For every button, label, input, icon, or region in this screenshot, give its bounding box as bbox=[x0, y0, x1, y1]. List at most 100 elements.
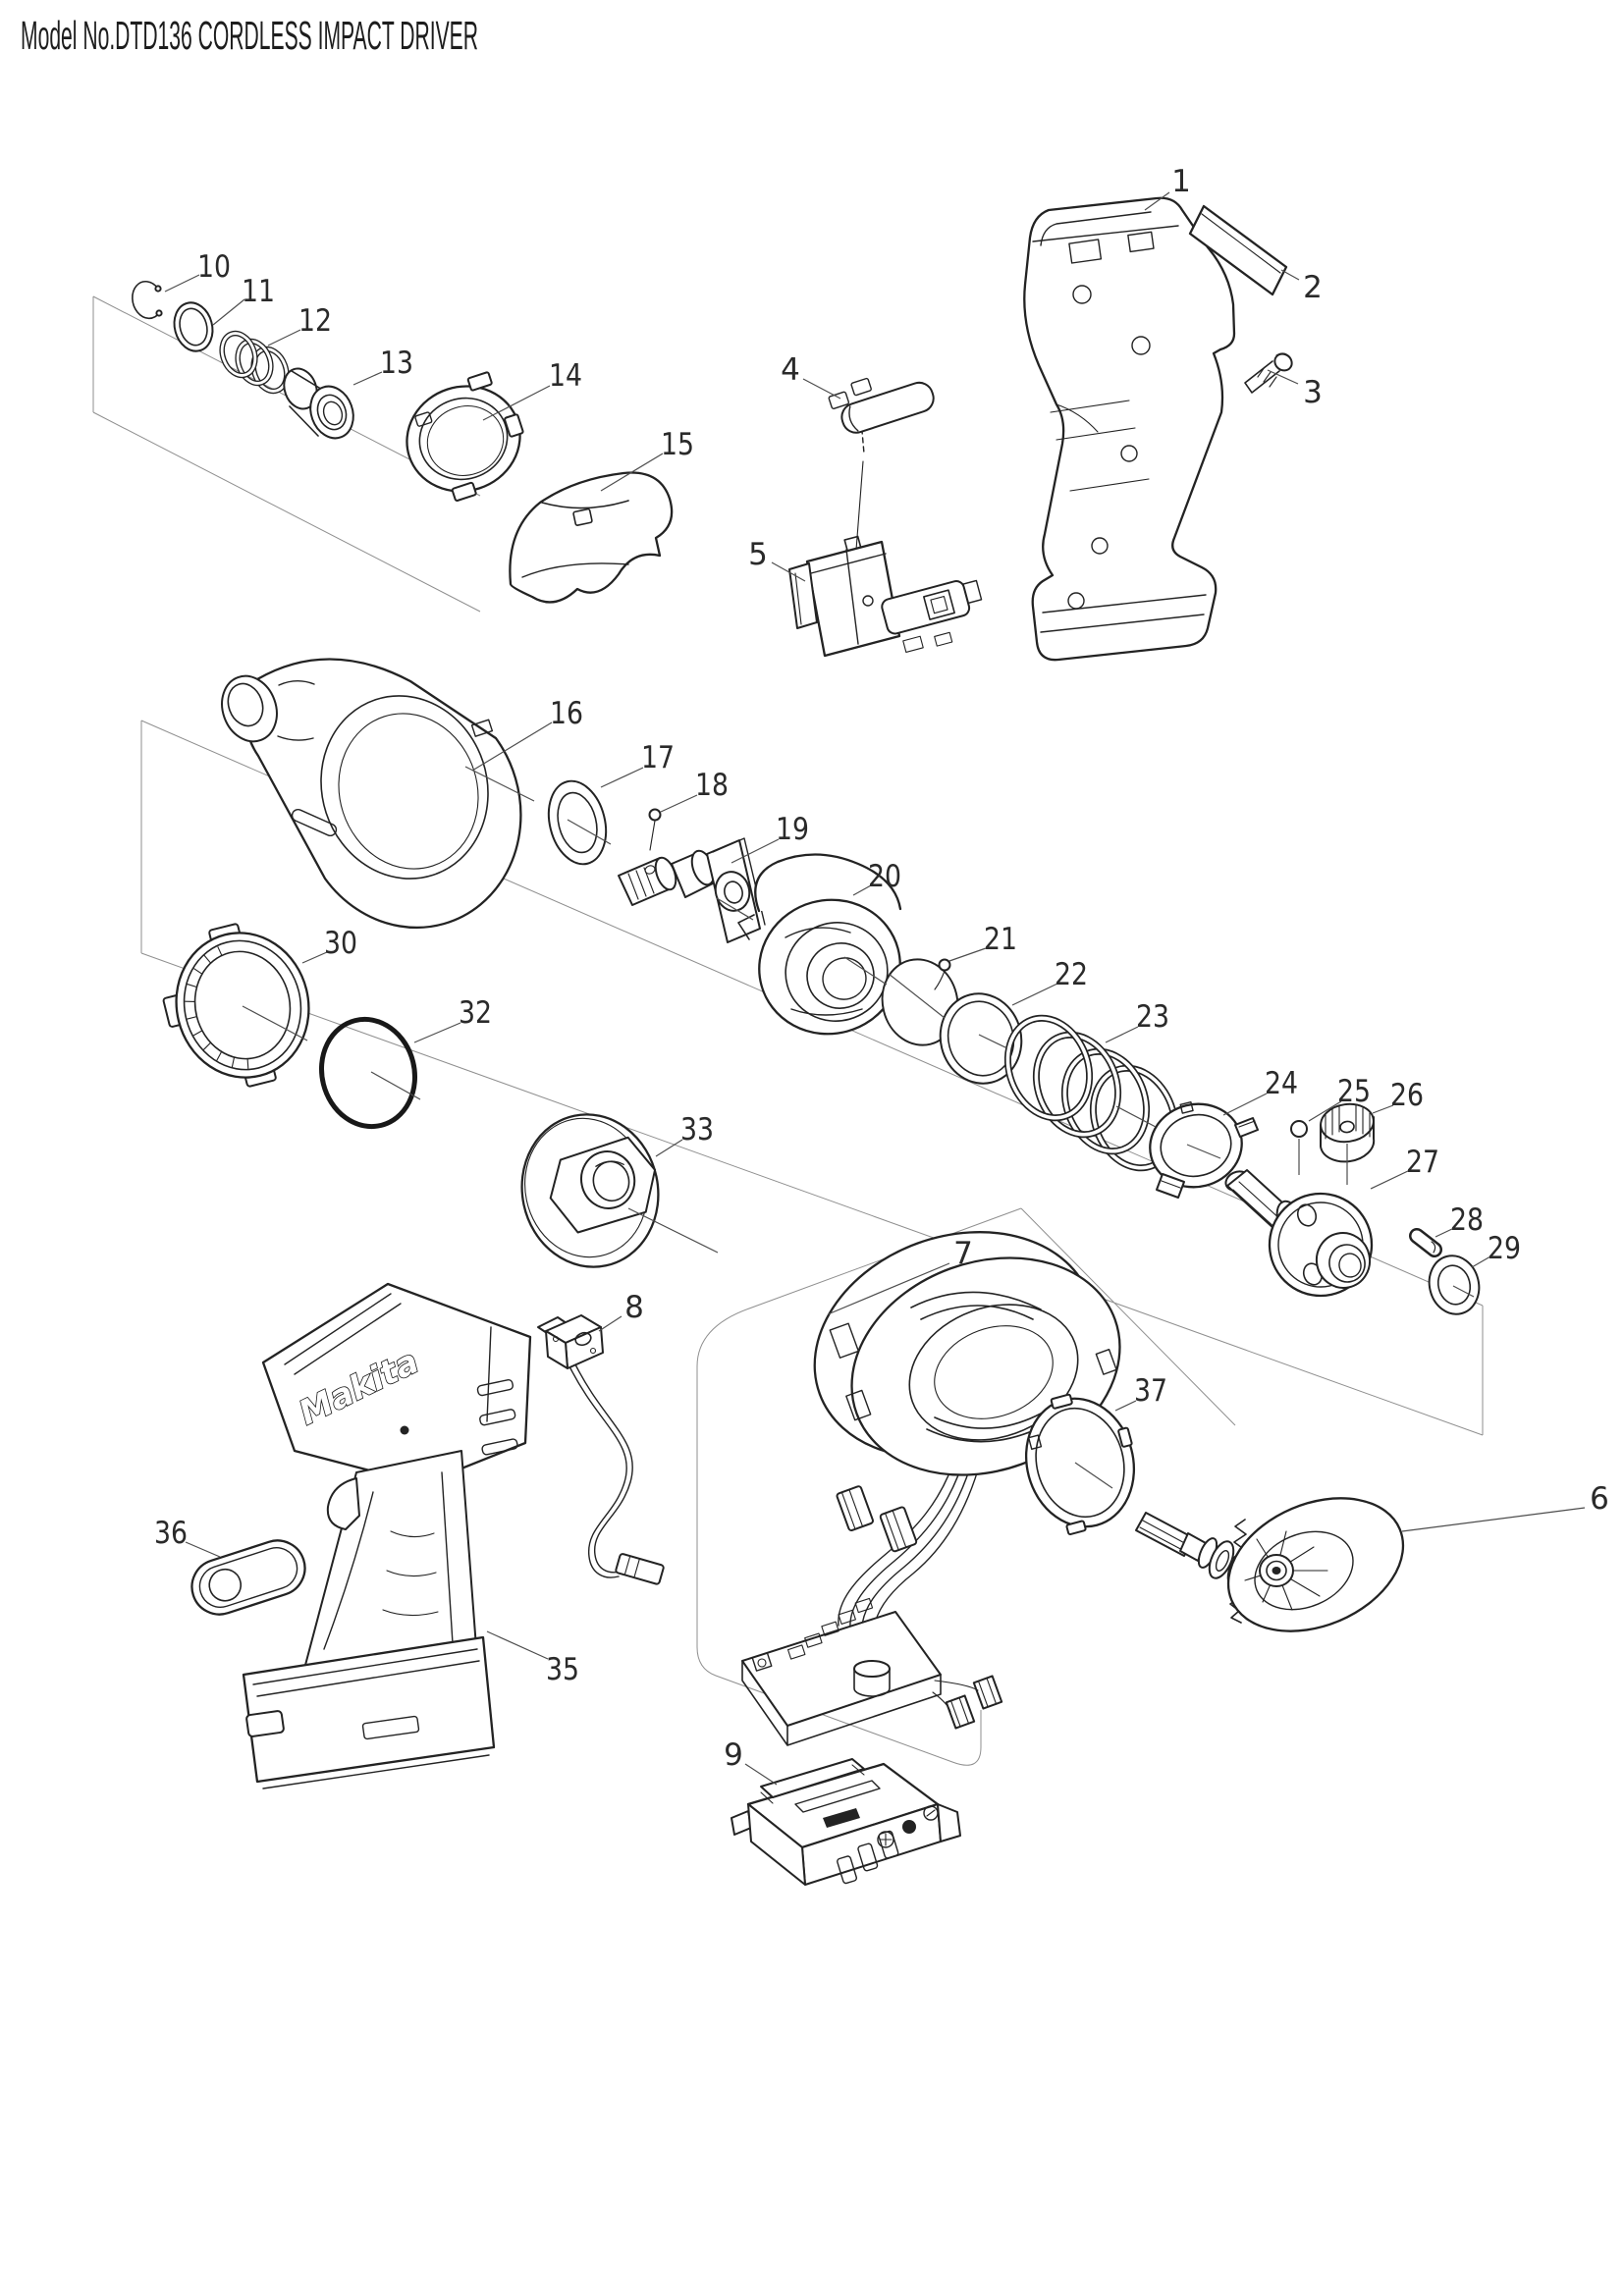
leader-line-10 bbox=[164, 274, 200, 293]
part-number-4: 4 bbox=[781, 352, 800, 388]
part-12-compression-spring bbox=[219, 330, 290, 395]
part-number-33: 33 bbox=[680, 1112, 714, 1148]
part-33-bearing-box bbox=[520, 1113, 660, 1268]
part-number-9: 9 bbox=[724, 1737, 743, 1773]
diagram-title: Model No.DTD136 CORDLESS IMPACT DRIVER bbox=[21, 13, 478, 58]
part-13-sleeve bbox=[283, 367, 354, 440]
part-32-o-ring bbox=[318, 1016, 418, 1130]
leader-line-28 bbox=[1435, 1227, 1455, 1238]
part-26-gear bbox=[1320, 1102, 1376, 1163]
leader-line-12 bbox=[267, 329, 301, 347]
part-number-24: 24 bbox=[1265, 1066, 1298, 1101]
group-outline-lines bbox=[92, 295, 1484, 1766]
part-3-screw bbox=[1244, 352, 1293, 394]
part-28-pin bbox=[1409, 1228, 1442, 1257]
part-36-pad bbox=[190, 1539, 306, 1616]
leader-line-6 bbox=[1401, 1507, 1586, 1532]
leader-line-19 bbox=[731, 838, 780, 864]
part-number-27: 27 bbox=[1406, 1145, 1439, 1180]
part-21-ball-and-washer bbox=[881, 958, 959, 1046]
part-number-21: 21 bbox=[984, 922, 1017, 957]
leader-line-16 bbox=[471, 721, 553, 772]
leader-line-14 bbox=[482, 385, 551, 421]
part-4-switch-button bbox=[828, 377, 935, 576]
part-number-2: 2 bbox=[1303, 270, 1323, 305]
part-number-8: 8 bbox=[624, 1290, 644, 1325]
leader-line-32 bbox=[370, 1071, 421, 1100]
leader-line-20 bbox=[852, 884, 872, 896]
part-16-hammer-case bbox=[221, 658, 522, 930]
part-15-bumper bbox=[509, 471, 674, 604]
leader-line-37 bbox=[1074, 1462, 1113, 1489]
part-number-32: 32 bbox=[459, 995, 492, 1031]
part-number-16: 16 bbox=[550, 696, 583, 731]
leader-line-24 bbox=[1222, 1093, 1268, 1116]
part-11-flat-washer bbox=[173, 301, 214, 352]
leader-line-23 bbox=[1105, 1026, 1139, 1043]
leader-line-16 bbox=[464, 766, 535, 802]
part-number-12: 12 bbox=[298, 303, 332, 339]
leader-line-22 bbox=[978, 1034, 1008, 1049]
part-number-28: 28 bbox=[1450, 1202, 1484, 1238]
part-18-steel-ball bbox=[648, 808, 662, 851]
part-number-15: 15 bbox=[661, 427, 694, 462]
part-37-insulation-washer bbox=[1024, 1393, 1136, 1535]
part-6-armature bbox=[1135, 1497, 1405, 1632]
part-number-14: 14 bbox=[549, 358, 582, 394]
leader-line-30 bbox=[242, 1005, 308, 1041]
part-number-26: 26 bbox=[1390, 1078, 1424, 1113]
leader-line-33 bbox=[627, 1207, 719, 1254]
leader-line-20 bbox=[843, 956, 888, 986]
part-number-37: 37 bbox=[1134, 1373, 1167, 1409]
part-number-6: 6 bbox=[1590, 1481, 1609, 1517]
leader-line-9 bbox=[744, 1763, 778, 1786]
leader-line-37 bbox=[1114, 1400, 1137, 1412]
leader-line-26 bbox=[1372, 1104, 1394, 1114]
leader-line-2 bbox=[1280, 269, 1300, 281]
leader-line-18 bbox=[660, 794, 698, 813]
part-number-19: 19 bbox=[776, 812, 809, 847]
leader-line-33 bbox=[655, 1139, 683, 1157]
part-number-20: 20 bbox=[868, 859, 901, 894]
part-27-spindle bbox=[1224, 1169, 1374, 1298]
leader-line-27 bbox=[1370, 1169, 1411, 1190]
leader-line-36 bbox=[185, 1541, 221, 1558]
leader-line-32 bbox=[413, 1022, 461, 1043]
leader-line-15 bbox=[600, 453, 664, 492]
leader-line-29 bbox=[1471, 1255, 1491, 1268]
leader-line-17 bbox=[600, 767, 644, 788]
leader-line-13 bbox=[352, 371, 383, 386]
part-10-retaining-ring bbox=[132, 280, 163, 320]
part-number-30: 30 bbox=[324, 926, 357, 961]
part-number-11: 11 bbox=[242, 274, 275, 309]
leader-line-19 bbox=[716, 897, 754, 921]
part-17-washer bbox=[547, 779, 608, 866]
part-23-compression-spring bbox=[1003, 1014, 1179, 1172]
leader-line-8 bbox=[598, 1315, 623, 1332]
part-number-35: 35 bbox=[546, 1652, 579, 1687]
part-number-17: 17 bbox=[641, 740, 675, 775]
part-14-ring-with-tabs bbox=[406, 371, 524, 502]
leader-line-25 bbox=[1308, 1100, 1342, 1122]
part-number-25: 25 bbox=[1337, 1074, 1371, 1109]
leader-line-11 bbox=[212, 298, 245, 326]
part-30-bearing-retainer bbox=[162, 923, 310, 1088]
part-5-switch bbox=[788, 535, 983, 658]
leader-line-3 bbox=[1267, 369, 1299, 385]
part-19-anvil bbox=[618, 837, 766, 943]
part-24-spring-guide-washer bbox=[1149, 1100, 1259, 1199]
part-number-1: 1 bbox=[1171, 164, 1191, 199]
part-number-23: 23 bbox=[1136, 999, 1169, 1035]
part-number-10: 10 bbox=[197, 249, 231, 285]
part-8-led-circuit bbox=[537, 1314, 665, 1585]
part-25-steel-ball bbox=[1290, 1120, 1308, 1138]
part-number-13: 13 bbox=[380, 346, 413, 381]
leader-line-21 bbox=[888, 973, 946, 1019]
part-number-36: 36 bbox=[154, 1516, 188, 1551]
leader-line-7 bbox=[827, 1262, 950, 1315]
leader-line-23 bbox=[1115, 1105, 1157, 1128]
leader-line-24 bbox=[1186, 1144, 1221, 1159]
part-35-housing-assembled: Makita bbox=[242, 1282, 532, 1789]
